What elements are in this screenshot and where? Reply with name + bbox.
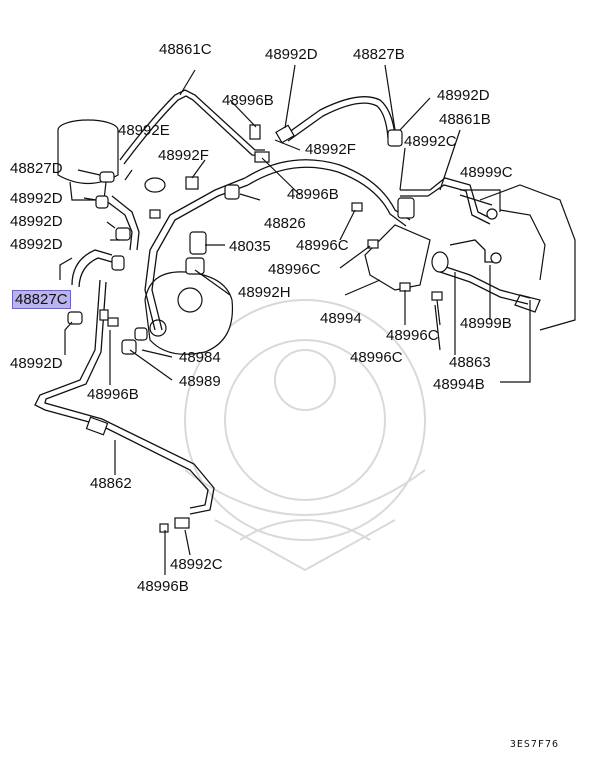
hose-48861B xyxy=(400,177,491,219)
callout-48861B: 48861B xyxy=(439,111,491,128)
callout-48996C-4: 48996C xyxy=(350,349,403,366)
callout-48992H: 48992H xyxy=(238,284,291,301)
reservoir-tank xyxy=(57,119,119,201)
callout-48996C-3: 48996C xyxy=(386,327,439,344)
callout-48992F-1: 48992F xyxy=(158,147,209,164)
callout-48863: 48863 xyxy=(449,354,491,371)
callout-48994B: 48994B xyxy=(433,376,485,393)
callout-48992D-bl: 48992D xyxy=(10,355,63,372)
bracket-48994 xyxy=(364,224,431,291)
hose-48861C xyxy=(119,89,265,161)
callout-48996B-top: 48996B xyxy=(222,92,274,109)
callout-48827B: 48827B xyxy=(353,46,405,63)
callout-48989: 48989 xyxy=(179,373,221,390)
hose-48827C xyxy=(71,249,113,286)
callout-48992D-l3: 48992D xyxy=(10,236,63,253)
hose-48826 xyxy=(144,177,246,331)
callout-48992D-tr: 48992D xyxy=(437,87,490,104)
callout-48992D-l2: 48992D xyxy=(10,213,63,230)
pipe-48862 xyxy=(34,279,209,509)
hose-48827D xyxy=(104,199,133,251)
callout-48984: 48984 xyxy=(179,349,221,366)
callout-48992C-bot: 48992C xyxy=(170,556,223,573)
callout-48992D-l1: 48992D xyxy=(10,190,63,207)
pump-assembly xyxy=(144,271,234,355)
callout-48826: 48826 xyxy=(264,215,306,232)
callout-48992D-top: 48992D xyxy=(265,46,318,63)
leader-lines xyxy=(59,64,531,575)
callout-48996C-1: 48996C xyxy=(296,237,349,254)
callout-48827D: 48827D xyxy=(10,160,63,177)
callout-48827C-highlighted[interactable]: 48827C xyxy=(12,290,71,309)
pressure-line-upper xyxy=(244,159,411,221)
callout-48996B-low: 48996B xyxy=(87,386,139,403)
callout-48996C-2: 48996C xyxy=(268,261,321,278)
callout-48992F-2: 48992F xyxy=(305,141,356,158)
callout-48996B-mid: 48996B xyxy=(287,186,339,203)
small-parts xyxy=(67,124,502,533)
diagram-code: 3ES7F76 xyxy=(509,739,559,750)
callout-48861C: 48861C xyxy=(159,41,212,58)
watermark-emblem xyxy=(184,299,426,572)
callout-48862: 48862 xyxy=(90,475,132,492)
callout-48999C: 48999C xyxy=(460,164,513,181)
callout-48035: 48035 xyxy=(229,238,271,255)
callout-48992C-tr: 48992C xyxy=(404,133,457,150)
callout-48999B: 48999B xyxy=(460,315,512,332)
callout-48996B-bot: 48996B xyxy=(137,578,189,595)
callout-48992E: 48992E xyxy=(118,122,170,139)
hose-48827B xyxy=(284,96,396,136)
hose-48863 xyxy=(439,264,531,299)
callout-48994: 48994 xyxy=(320,310,362,327)
